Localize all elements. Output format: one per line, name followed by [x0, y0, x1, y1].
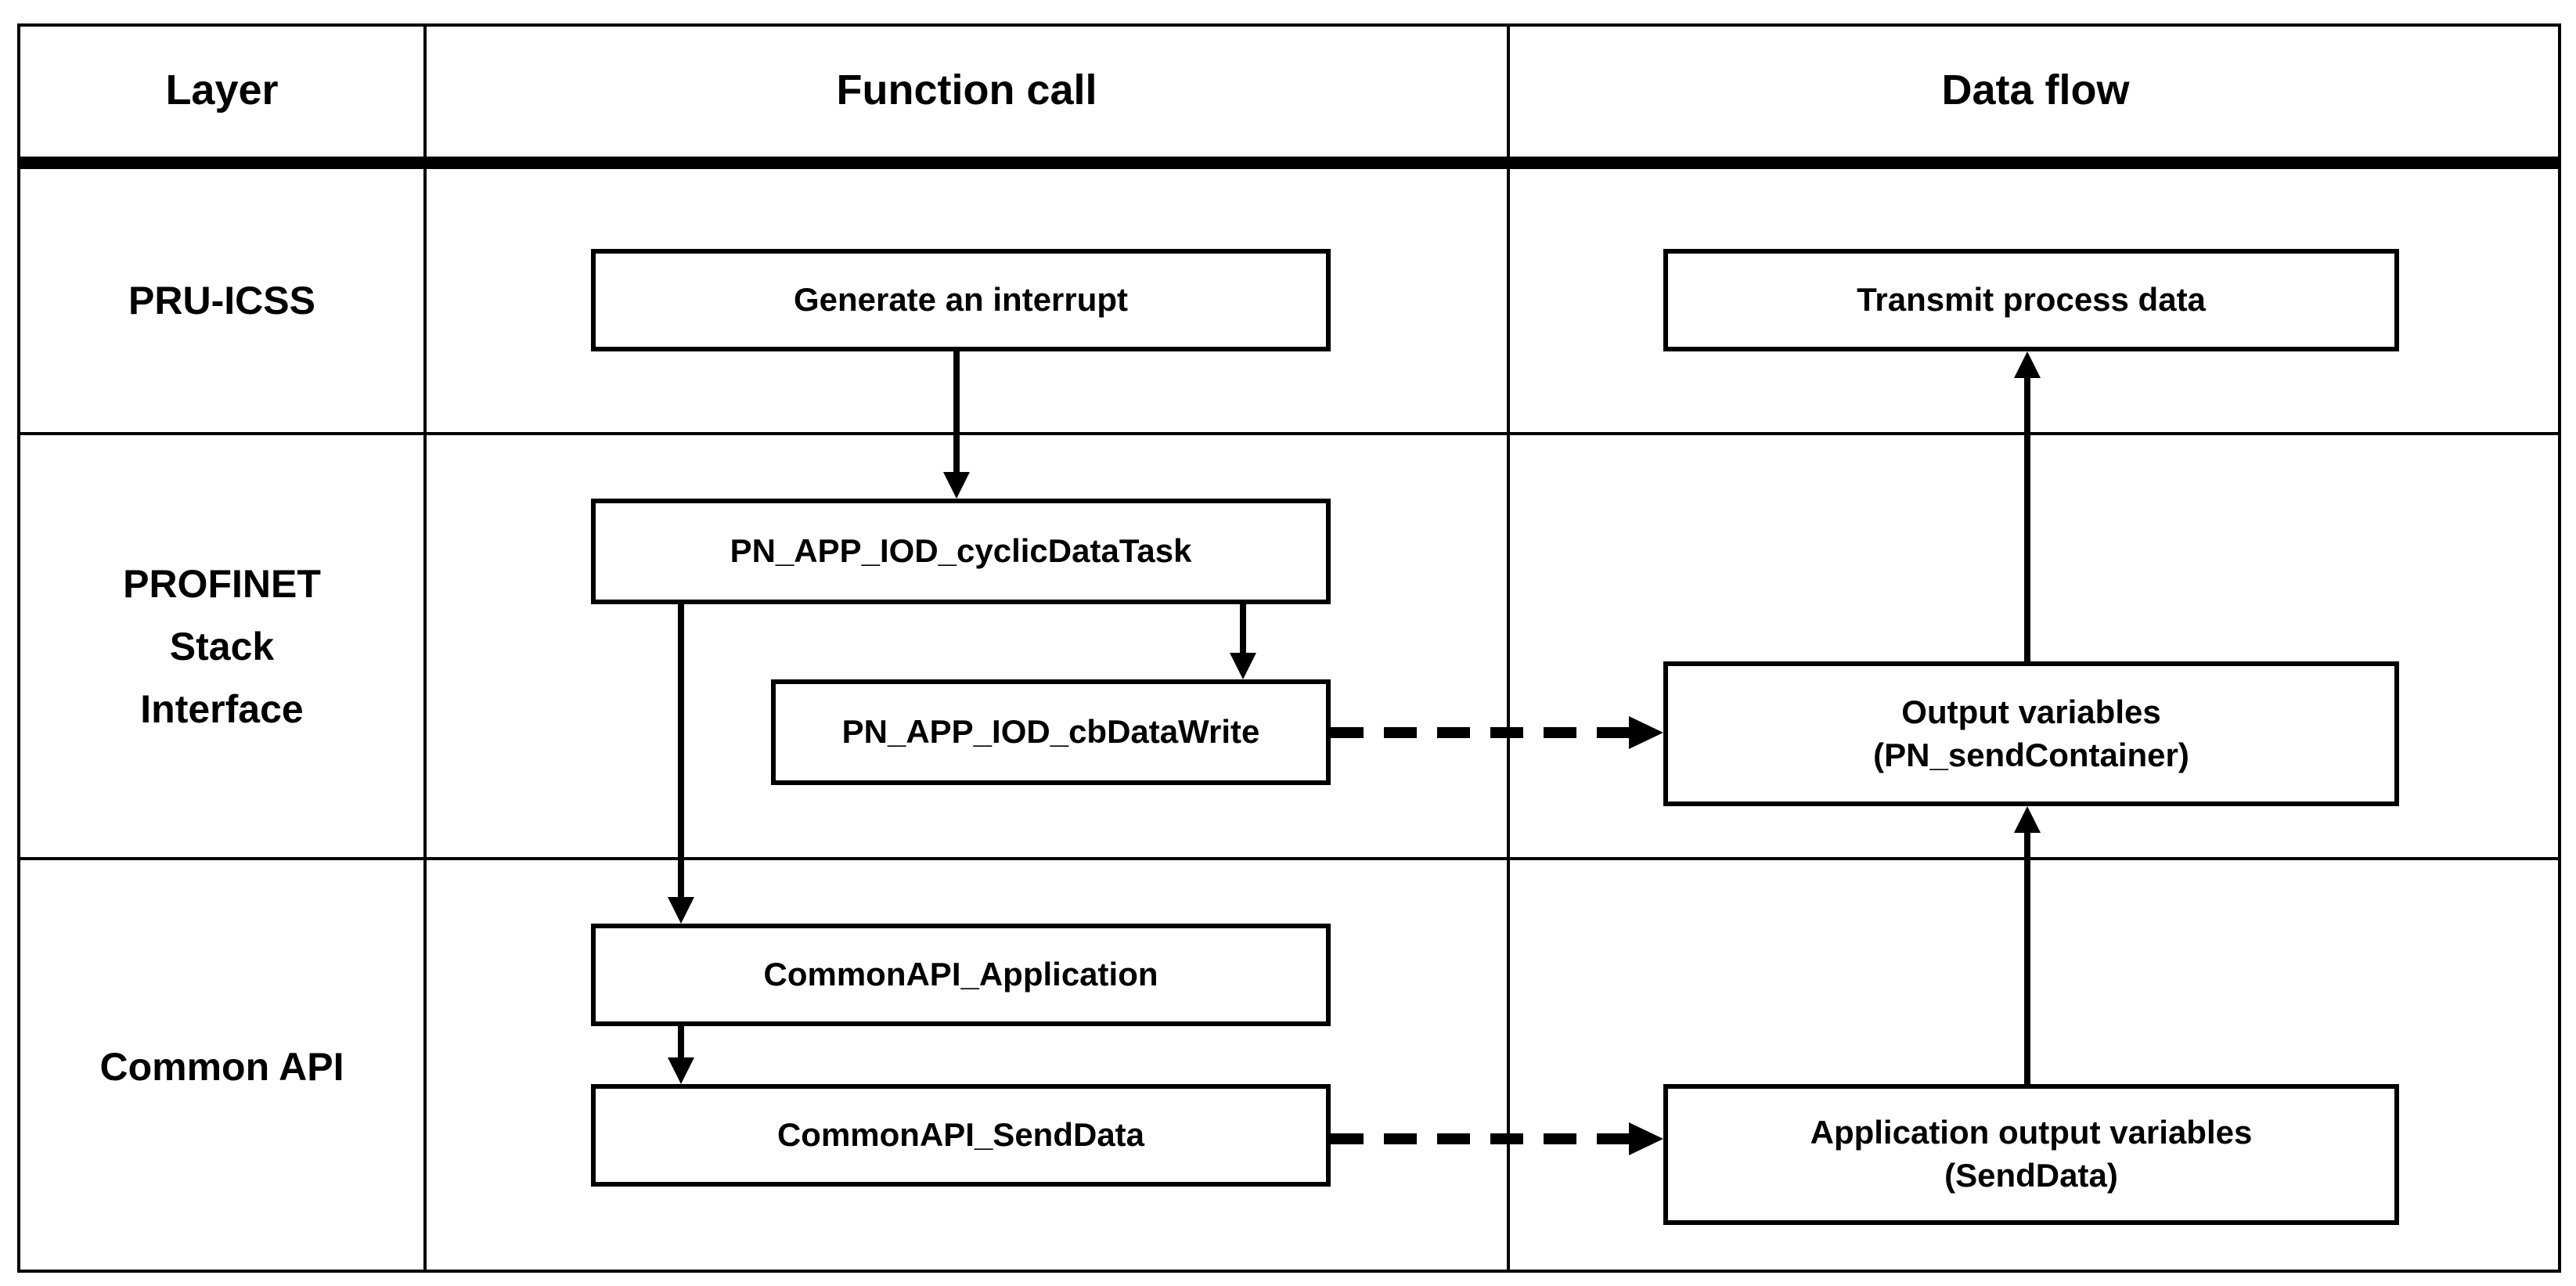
- box-pn-app-iod-cyclicdatatask-label: PN_APP_IOD_cyclicDataTask: [730, 532, 1192, 570]
- layer-pru-icss-label: PRU-ICSS: [128, 279, 315, 322]
- box-pn-app-iod-cbdatawrite-label: PN_APP_IOD_cbDataWrite: [841, 713, 1260, 751]
- arrow-interrupt-to-cyclicdatatask-head: [943, 472, 970, 499]
- arrow-cyclicdatatask-to-application-head: [668, 897, 694, 924]
- arrow-application-to-senddata-head: [668, 1057, 694, 1084]
- layer-cell-common-api: Common API: [17, 860, 427, 1273]
- arrow-outputvariables-to-transmit-head: [2014, 351, 2041, 378]
- dashed-arrow-cbdatawrite-to-outputvariables-head: [1629, 716, 1663, 749]
- arrow-cyclicdatatask-to-cbdatawrite-head: [1230, 653, 1256, 679]
- arrow-outputvariables-to-transmit-line: [2024, 376, 2030, 661]
- box-pn-app-iod-cbdatawrite: PN_APP_IOD_cbDataWrite: [771, 679, 1331, 785]
- box-output-variables: Output variables (PN_sendContainer): [1663, 661, 2399, 806]
- box-application-output-variables-label: Application output variables (SendData): [1810, 1114, 2253, 1194]
- box-commonapi-senddata: CommonAPI_SendData: [591, 1084, 1331, 1187]
- header-function-call: Function call: [427, 23, 1507, 157]
- layer-cell-profinet-stack-interface: PROFINET Stack Interface: [17, 435, 427, 857]
- column-divider-layer: [423, 23, 427, 1273]
- header-data-flow-label: Data flow: [1941, 67, 2130, 113]
- box-transmit-process-data-label: Transmit process data: [1857, 281, 2206, 319]
- column-divider-dataflow: [1507, 23, 1510, 1273]
- row-divider-1: [17, 432, 2561, 435]
- box-pn-app-iod-cyclicdatatask: PN_APP_IOD_cyclicDataTask: [591, 499, 1331, 604]
- arrow-cyclicdatatask-to-cbdatawrite-line: [1240, 604, 1246, 654]
- dashed-arrow-senddata-to-appoutputvariables-line: [1331, 1133, 1629, 1144]
- header-data-flow: Data flow: [1510, 23, 2561, 157]
- arrow-cyclicdatatask-to-application-line: [678, 604, 684, 899]
- table-frame: [17, 23, 2561, 1273]
- box-output-variables-label: Output variables (PN_sendContainer): [1873, 693, 2189, 773]
- row-divider-2: [17, 857, 2561, 860]
- layer-profinet-stack-interface-label: PROFINET Stack Interface: [123, 561, 321, 731]
- box-generate-interrupt-label: Generate an interrupt: [793, 281, 1129, 319]
- header-layer-label: Layer: [165, 67, 279, 113]
- header-layer: Layer: [17, 23, 427, 157]
- dashed-arrow-cbdatawrite-to-outputvariables-line: [1331, 727, 1629, 738]
- header-separator-line: [17, 157, 2561, 169]
- box-commonapi-senddata-label: CommonAPI_SendData: [776, 1116, 1145, 1154]
- box-commonapi-application: CommonAPI_Application: [591, 924, 1331, 1026]
- arrow-application-to-senddata-line: [678, 1026, 684, 1061]
- arrow-interrupt-to-cyclicdatatask-line: [953, 351, 960, 477]
- layer-common-api-label: Common API: [99, 1044, 344, 1089]
- layer-cell-pru-icss: PRU-ICSS: [17, 169, 427, 432]
- arrow-appoutputvariables-to-outputvariables-head: [2014, 806, 2041, 833]
- arrow-appoutputvariables-to-outputvariables-line: [2024, 831, 2030, 1084]
- box-application-output-variables: Application output variables (SendData): [1663, 1084, 2399, 1225]
- dashed-arrow-senddata-to-appoutputvariables-head: [1629, 1122, 1663, 1155]
- box-generate-interrupt: Generate an interrupt: [591, 249, 1331, 351]
- box-commonapi-application-label: CommonAPI_Application: [763, 956, 1158, 993]
- header-function-call-label: Function call: [836, 67, 1097, 113]
- box-transmit-process-data: Transmit process data: [1663, 249, 2399, 351]
